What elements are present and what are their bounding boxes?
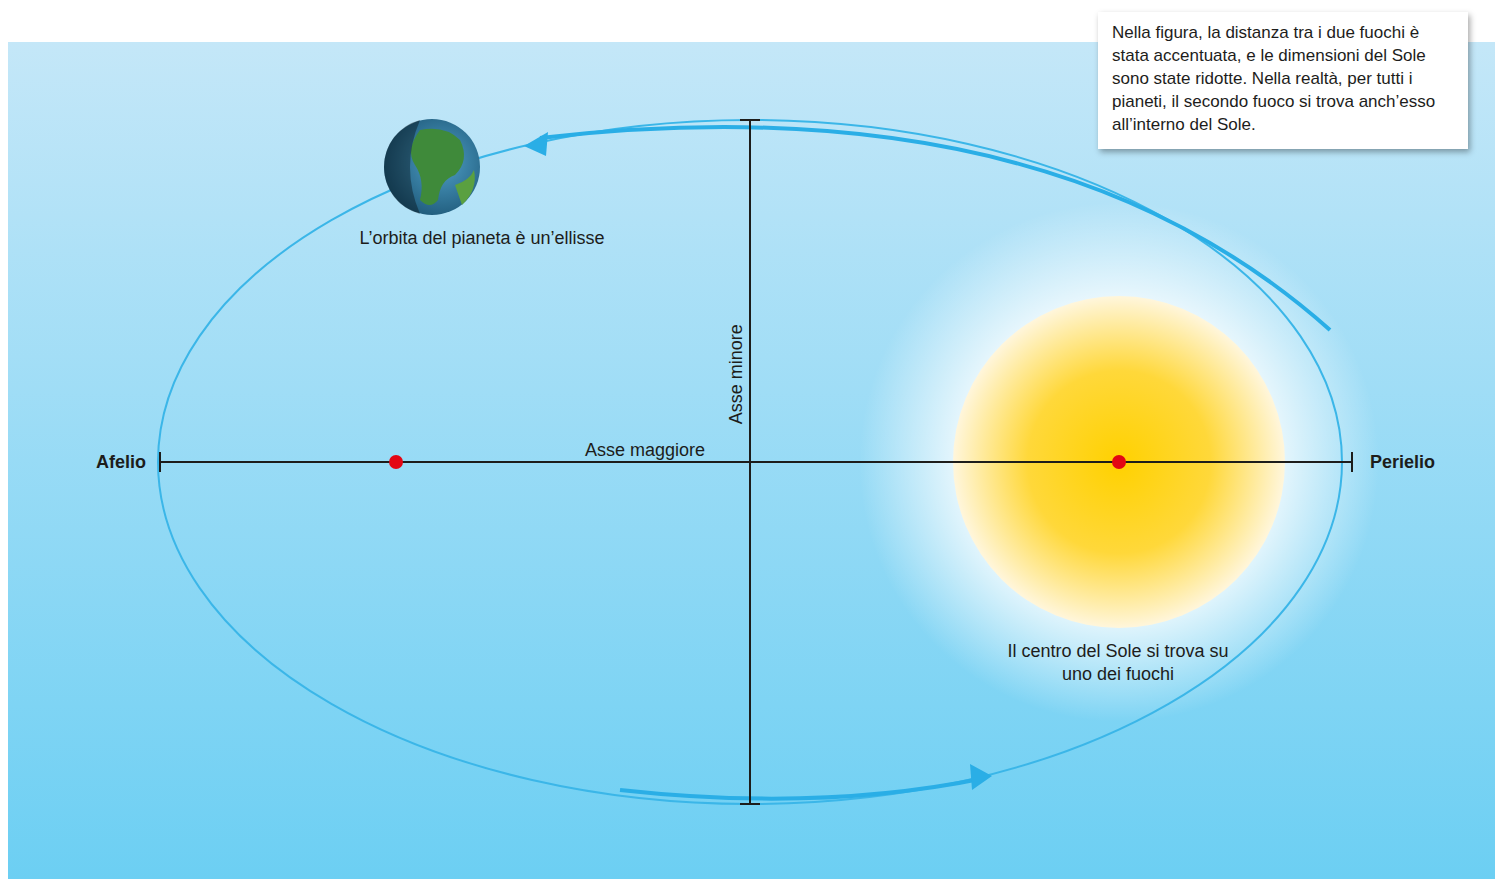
arrowhead	[524, 132, 548, 156]
axis-label: Asse maggiore	[582, 439, 708, 462]
focus-dot	[1112, 455, 1126, 469]
orbit-arc-bottom	[620, 778, 985, 799]
minor-axis	[749, 120, 751, 804]
background	[8, 42, 1495, 879]
axis-tick	[740, 803, 760, 805]
axis-tick	[1351, 452, 1353, 472]
focus-dot	[389, 455, 403, 469]
axis-tick	[740, 119, 760, 121]
major-axis	[160, 461, 1352, 463]
note-text: Nella figura, la distanza tra i due fuoc…	[1112, 22, 1454, 137]
earth	[384, 119, 480, 215]
sun-label: Il centro del Sole si trova su uno dei f…	[993, 640, 1243, 685]
point-label: Perielio	[1370, 451, 1435, 474]
point-label: Afelio	[96, 451, 146, 474]
note-box: Nella figura, la distanza tra i due fuoc…	[1098, 12, 1468, 149]
arrowhead	[970, 764, 992, 790]
orbit-label: L’orbita del pianeta è un’ellisse	[359, 227, 604, 250]
orbit-arc-top	[540, 127, 1330, 330]
axis-tick	[159, 452, 161, 472]
axis-label: Asse minore	[725, 324, 748, 424]
